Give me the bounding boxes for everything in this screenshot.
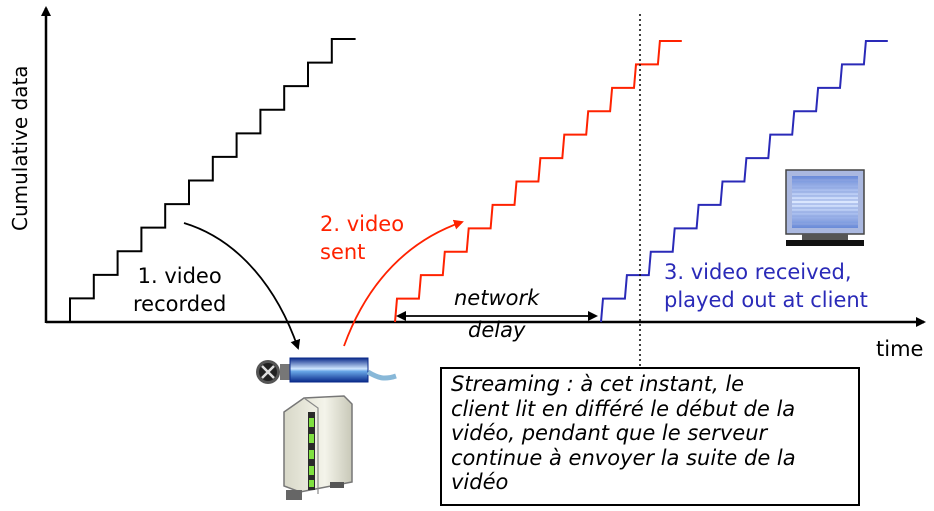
recorded-arrow (183, 222, 301, 350)
recorded-label: 1. video recorded (133, 262, 227, 318)
note-line-1: Streaming : à cet instant, le (451, 372, 745, 396)
recorded-staircase (69, 38, 356, 322)
network-delay-label-line1: network (452, 285, 542, 311)
received-label: 3. video received, played out at client (664, 258, 868, 314)
sent-arrow (343, 219, 464, 347)
y-axis-label: Cumulative data (8, 65, 32, 231)
received-staircase (600, 40, 888, 323)
note-line-3: vidéo, pendant que le serveur (451, 421, 768, 445)
sent-staircase (394, 40, 682, 323)
recorded-label-line1: 1. video (137, 264, 222, 288)
received-label-line1: 3. video received, (664, 260, 852, 284)
x-axis-label: time (876, 337, 924, 361)
sent-label: 2. video sent (320, 210, 404, 266)
server-icon (283, 395, 353, 500)
note-line-2: client lit en différé le début de la (451, 396, 796, 421)
sent-label-line2: sent (320, 240, 366, 264)
received-label-line2: played out at client (664, 288, 868, 312)
sent-label-line1: 2. video (320, 212, 405, 236)
monitor-icon (785, 169, 865, 246)
streaming-note: Streaming : à cet instant, le client lit… (440, 367, 860, 506)
recorded-label-line2: recorded (133, 292, 227, 316)
note-line-4: continue à envoyer la suite de la (451, 445, 796, 470)
note-line-5: vidéo (451, 470, 509, 494)
video-camera-icon (256, 360, 292, 384)
network-delay-label-line2: delay (468, 318, 526, 342)
film-strip-icon (289, 357, 397, 383)
